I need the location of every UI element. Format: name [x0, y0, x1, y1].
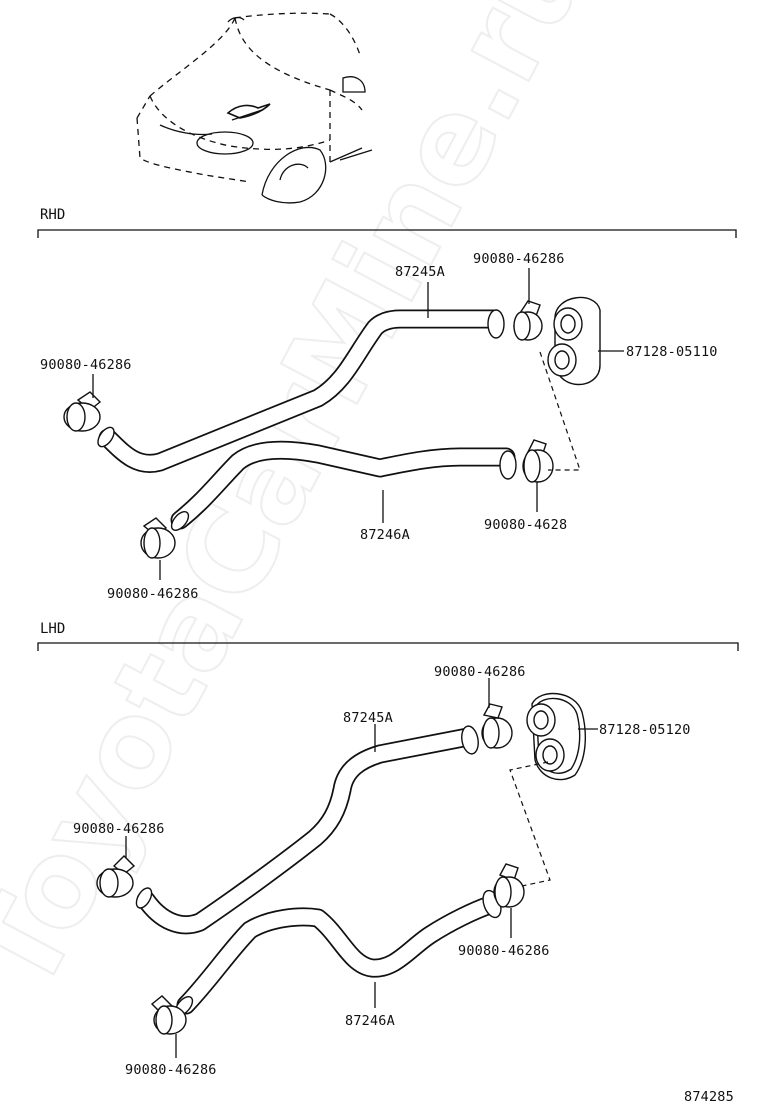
label-87246a-lhd: 87246A: [345, 1013, 395, 1029]
section-divider-lhd: [37, 642, 739, 651]
hose-87245a-lhd: [135, 725, 479, 935]
clamp-lhd-right: [493, 863, 525, 908]
clamp-rhd-bottom-left: [140, 517, 176, 559]
section-title-lhd: LHD: [40, 621, 65, 637]
label-clamp-top-lhd: 90080-46286: [434, 664, 526, 680]
rhd-section: RHD: [37, 207, 737, 602]
section-title-rhd: RHD: [40, 207, 65, 223]
clamp-lhd-bottom-left: [150, 995, 187, 1035]
label-87245a-rhd: 87245A: [395, 264, 445, 280]
label-clamp-top-rhd: 90080-46286: [473, 251, 565, 267]
hose-87246a-rhd: [170, 440, 517, 531]
clamp-rhd-left: [63, 391, 102, 432]
connector-dashed-rhd: [539, 351, 581, 471]
car-locator-illustration: [136, 12, 373, 204]
label-grommet-lhd: 87128-05120: [599, 722, 691, 738]
grommet-rhd: [547, 296, 601, 386]
section-divider-rhd: [37, 229, 737, 238]
label-87245a-lhd: 87245A: [343, 710, 393, 726]
lhd-section: LHD: [37, 621, 739, 1078]
label-clamp-left-lhd: 90080-46286: [73, 821, 165, 837]
label-clamp-right-lhd: 90080-46286: [458, 943, 550, 959]
hose-87245a-rhd: [97, 309, 505, 473]
label-grommet-rhd: 87128-05110: [626, 344, 718, 360]
clamp-lhd-left: [96, 855, 136, 898]
label-clamp-bottom-left-lhd: 90080-46286: [125, 1062, 217, 1078]
connector-dashed-lhd: [509, 761, 551, 887]
label-87246a-rhd: 87246A: [360, 527, 410, 543]
clamp-rhd-right: [522, 439, 554, 483]
watermark: ToyotaCarMine.ru: [0, 0, 617, 1014]
grommet-lhd: [526, 692, 586, 781]
clamp-rhd-top: [513, 300, 543, 341]
figure-number: 874285: [684, 1089, 734, 1105]
label-clamp-right-rhd: 90080-4628: [484, 517, 567, 533]
clamp-lhd-top: [481, 703, 513, 749]
label-clamp-left-rhd: 90080-46286: [40, 357, 132, 373]
label-clamp-bottom-left-rhd: 90080-46286: [107, 586, 199, 602]
